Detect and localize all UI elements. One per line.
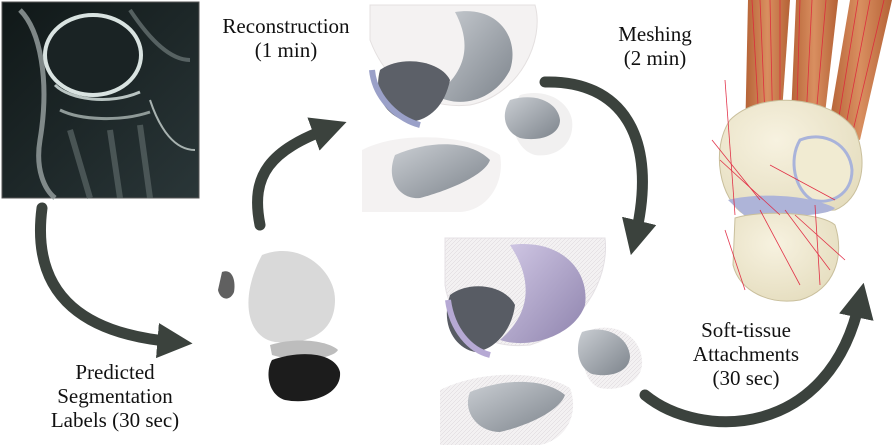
mesh-model-image <box>440 237 643 445</box>
arrow-mri-to-segmentation <box>35 202 193 359</box>
soft-tissue-label-line2: Attachments <box>692 342 800 366</box>
mri-scan-image <box>1 1 200 200</box>
soft-tissue-label: Soft-tissue Attachments (30 sec) <box>676 318 816 390</box>
reconstruction-label: Reconstruction (1 min) <box>196 14 376 62</box>
flow-arrows <box>35 76 874 428</box>
meshing-label-line1: Meshing <box>618 22 692 46</box>
arrow-segmentation-to-reconstruction <box>252 117 347 231</box>
segmentation-label-line3: Labels (30 sec) <box>50 408 180 432</box>
knee-attachments-image <box>711 0 892 302</box>
reconstruction-label-line1: Reconstruction <box>222 14 350 38</box>
segmentation-labels-image <box>218 251 341 402</box>
soft-tissue-label-line1: Soft-tissue <box>701 318 791 342</box>
segmentation-label: Predicted Segmentation Labels (30 sec) <box>20 360 210 432</box>
meshing-label: Meshing (2 min) <box>595 22 715 70</box>
arrow-reconstruction-to-meshing <box>539 76 657 256</box>
reconstruction-model-image <box>362 4 573 212</box>
arrow-meshing-to-attachments <box>639 282 874 428</box>
reconstruction-label-line2: (1 min) <box>254 38 318 62</box>
segmentation-label-line2: Segmentation <box>57 384 173 408</box>
meshing-label-line2: (2 min) <box>623 46 687 70</box>
segmentation-label-line1: Predicted <box>75 360 155 384</box>
soft-tissue-label-line3: (30 sec) <box>712 366 780 390</box>
